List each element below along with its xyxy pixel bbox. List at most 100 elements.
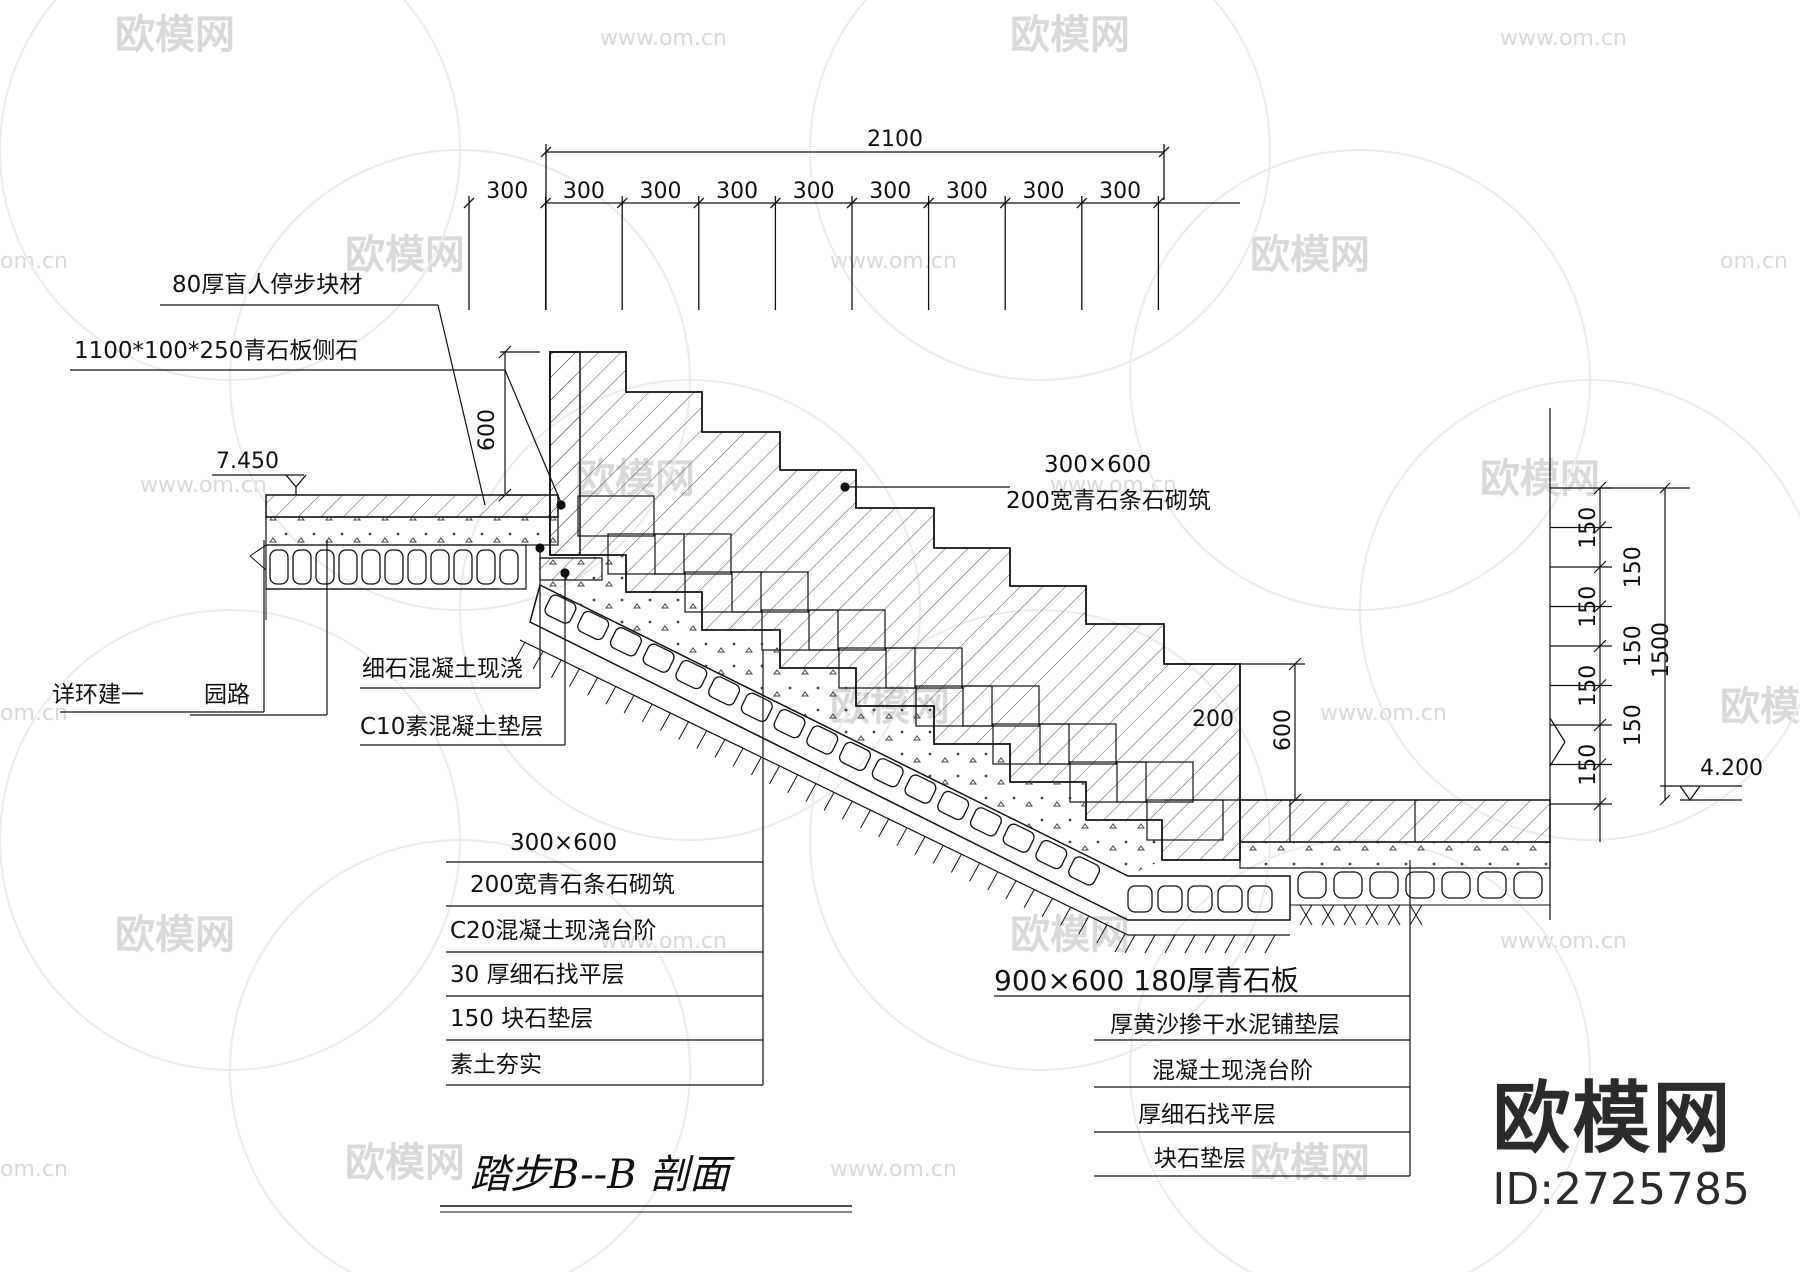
label-ref-b: 园路 bbox=[204, 682, 250, 708]
cobble-stone bbox=[269, 549, 289, 585]
cobble-stone bbox=[1405, 871, 1435, 899]
soil-hatch bbox=[1114, 933, 1126, 953]
soil-hatch bbox=[514, 641, 526, 661]
watermark-arc bbox=[809, 0, 1271, 381]
legend-left-size: 300×600 bbox=[510, 830, 617, 856]
riser-tick bbox=[1593, 679, 1607, 692]
stone-block bbox=[607, 533, 685, 575]
legend-right-item: 块石垫层 bbox=[1154, 1146, 1246, 1172]
cobble-stone bbox=[675, 659, 708, 690]
soil-hatch bbox=[605, 685, 617, 705]
legend-right-item: 900×600 180厚青石板 bbox=[994, 964, 1299, 997]
soil-hatch bbox=[1365, 904, 1379, 926]
cobble-stone bbox=[1127, 885, 1153, 913]
segment-label: 300 bbox=[486, 179, 528, 204]
riser-label: 150 bbox=[1576, 507, 1601, 549]
label-stone-a1: 300×600 bbox=[1044, 452, 1151, 478]
soil-hatch bbox=[732, 747, 744, 767]
riser-label: 150 bbox=[1621, 704, 1646, 746]
soil-hatch bbox=[1224, 934, 1236, 954]
soil-hatch bbox=[932, 845, 944, 864]
soil-line bbox=[519, 639, 1290, 936]
cobble-stone bbox=[1002, 823, 1035, 853]
watermark-url: www.om.cn bbox=[1500, 929, 1627, 954]
soil-hatch bbox=[569, 668, 580, 687]
cobble-stone bbox=[292, 549, 312, 585]
label-curb: 1100*100*250青石板侧石 bbox=[74, 338, 358, 364]
soil-hatch bbox=[1409, 904, 1423, 926]
cobble-stone bbox=[708, 676, 741, 706]
soil-hatch bbox=[678, 721, 690, 740]
soil-hatch bbox=[660, 712, 671, 732]
stone-block bbox=[962, 685, 1040, 727]
soil-hatch bbox=[1343, 904, 1357, 926]
drawing-title: 踏步B--B 剖面 bbox=[470, 1152, 735, 1198]
riser-total-label: 1500 bbox=[1649, 622, 1674, 678]
legend-left-item: 30 厚细石找平层 bbox=[450, 962, 625, 988]
leader-lines-upper bbox=[60, 304, 1010, 716]
seg-tick bbox=[923, 197, 935, 209]
soil-hatch bbox=[1144, 934, 1156, 954]
elevation-marker-top bbox=[212, 474, 307, 495]
cobble-stone bbox=[642, 643, 675, 673]
riser-tick bbox=[1593, 758, 1607, 771]
cobble-stone bbox=[338, 549, 358, 585]
cobble-stone bbox=[1369, 871, 1399, 899]
watermark-brand: 欧模网 bbox=[1010, 912, 1130, 958]
cobble-stone bbox=[1477, 871, 1507, 899]
cobble-stone bbox=[1333, 871, 1363, 899]
legend-left bbox=[446, 650, 764, 1086]
soil-hatch bbox=[823, 792, 835, 811]
watermark-url-short: om.cn bbox=[0, 1157, 68, 1182]
riser-tick bbox=[1593, 521, 1607, 534]
soil-hatch bbox=[587, 677, 599, 696]
soil-hatch bbox=[860, 809, 871, 829]
soil-hatch bbox=[1078, 916, 1090, 935]
watermark-brand: 欧模网 bbox=[345, 232, 465, 278]
curb-height-label: 600 bbox=[475, 409, 500, 451]
seg-tick bbox=[769, 197, 781, 209]
soil-hatch bbox=[1299, 904, 1313, 926]
cobble-stone bbox=[1513, 871, 1543, 899]
segment-label: 300 bbox=[793, 179, 835, 204]
legend-right-item: 厚细石找平层 bbox=[1138, 1102, 1276, 1128]
legend-left-item: 素土夯实 bbox=[450, 1052, 542, 1078]
riser-tick bbox=[1593, 718, 1607, 732]
soil-hatch bbox=[1005, 880, 1017, 900]
watermark-brand: 欧模网 bbox=[115, 912, 235, 958]
lower-landing bbox=[1239, 799, 1551, 926]
soil-hatch bbox=[1124, 934, 1136, 954]
watermark-arc bbox=[1129, 149, 1591, 611]
riser-tick bbox=[1593, 600, 1607, 613]
brand-name: 欧模网 bbox=[1492, 1074, 1733, 1164]
stone-block bbox=[808, 609, 886, 651]
soil-hatch bbox=[969, 862, 980, 882]
seg-tick bbox=[1076, 197, 1088, 209]
segment-label: 300 bbox=[1099, 179, 1141, 204]
cobble-stone bbox=[740, 692, 773, 722]
concrete-bed bbox=[540, 555, 1162, 876]
riser-label: 150 bbox=[1576, 744, 1601, 786]
cobble-stone bbox=[1441, 871, 1471, 899]
cobble-stone bbox=[361, 549, 381, 585]
soil-hatch bbox=[896, 827, 908, 847]
stone-block bbox=[577, 495, 655, 537]
stone-block bbox=[731, 571, 809, 613]
lower-dimension bbox=[1164, 657, 1305, 807]
soil-hatch bbox=[550, 659, 562, 678]
soil-hatch bbox=[787, 774, 799, 793]
seg-tick bbox=[1152, 197, 1164, 209]
soil-hatch bbox=[1321, 904, 1335, 926]
seg-tick bbox=[693, 197, 705, 209]
soil-hatch bbox=[1060, 907, 1071, 926]
soil-hatch bbox=[950, 854, 962, 873]
total-width-label: 2100 bbox=[867, 127, 923, 152]
cobble-stone bbox=[1187, 885, 1213, 913]
soil-hatch bbox=[1264, 934, 1276, 954]
cobble-stone bbox=[1247, 885, 1273, 913]
segment-label: 300 bbox=[563, 179, 605, 204]
cobble-stone bbox=[1035, 839, 1068, 870]
cobble-stone bbox=[1157, 885, 1183, 913]
watermark-url: www.om.cn bbox=[830, 1157, 957, 1182]
